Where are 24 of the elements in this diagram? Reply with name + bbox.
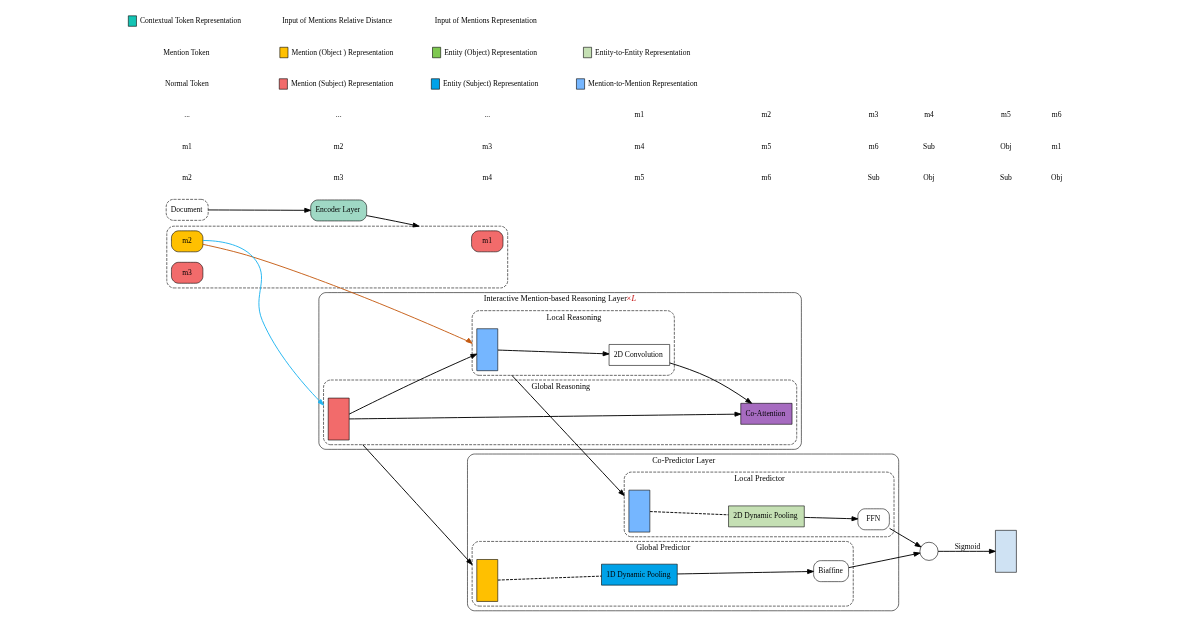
arrow bbox=[676, 569, 814, 575]
arrow bbox=[348, 353, 478, 415]
arrow bbox=[362, 444, 473, 565]
arrow bbox=[669, 362, 752, 404]
arrow bbox=[366, 215, 420, 228]
arrow bbox=[497, 349, 610, 357]
arrow bbox=[848, 551, 921, 569]
arrow bbox=[803, 516, 859, 522]
node-box bbox=[327, 397, 350, 441]
arrow bbox=[348, 411, 742, 420]
connector bbox=[649, 511, 729, 516]
arrow bbox=[511, 374, 625, 496]
arrow bbox=[202, 240, 324, 406]
node-circle bbox=[919, 541, 939, 561]
arrow bbox=[202, 243, 473, 344]
connector bbox=[497, 575, 602, 581]
node-box bbox=[995, 530, 1017, 573]
arrow bbox=[937, 548, 996, 554]
arrow bbox=[889, 527, 922, 548]
node-box bbox=[476, 328, 499, 371]
arrow bbox=[207, 207, 312, 213]
cluster bbox=[166, 225, 508, 289]
node-box bbox=[476, 559, 499, 602]
node-box bbox=[628, 489, 651, 533]
